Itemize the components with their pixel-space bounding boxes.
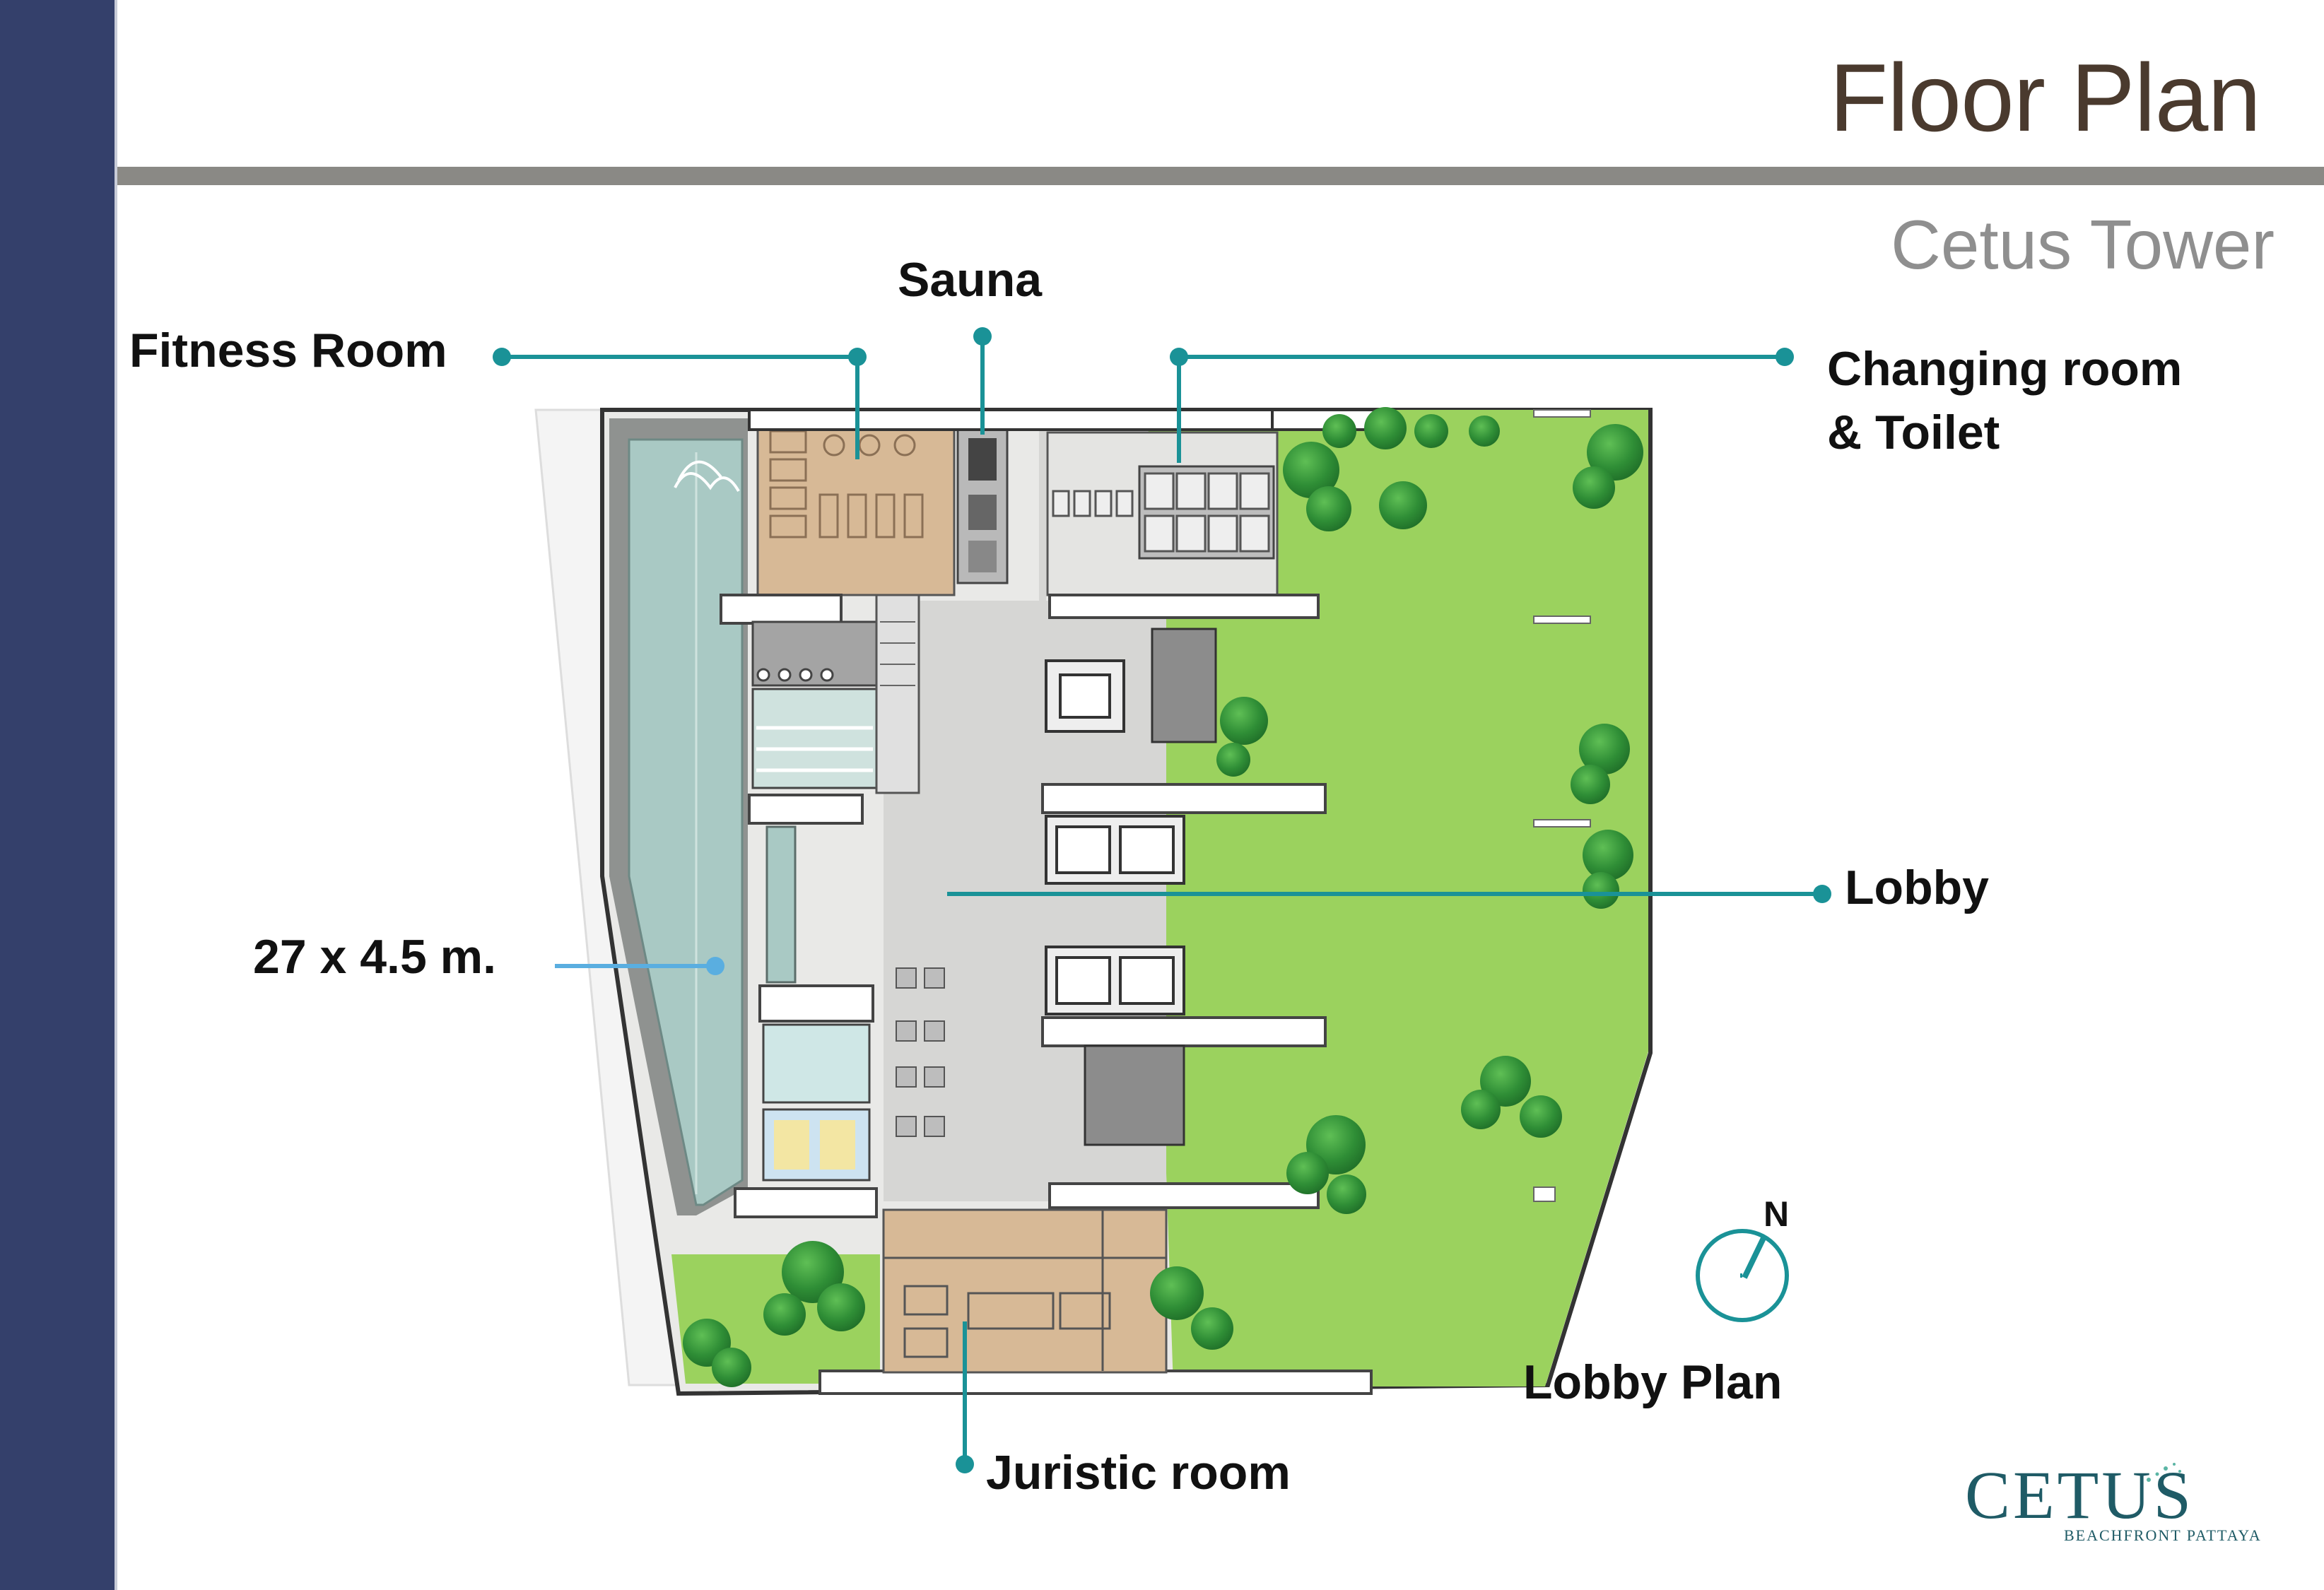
pool-size-label: 27 x 4.5 m. — [253, 930, 497, 984]
lobby-seating — [896, 967, 945, 1137]
stair-west — [875, 594, 920, 794]
north-label: N — [1763, 1194, 1790, 1234]
changing-room-label-line2: & Toilet — [1827, 406, 2000, 459]
lobby-label: Lobby — [1845, 861, 1989, 914]
side-band-edge — [115, 0, 117, 1590]
logo-stars-icon — [2147, 1463, 2181, 1482]
jacuzzi — [751, 620, 878, 687]
trees — [683, 407, 1643, 1387]
north-compass-icon — [1696, 1229, 1789, 1322]
page-subtitle: Cetus Tower — [1891, 206, 2275, 283]
logo-tagline: BEACHFRONT PATTAYA — [2064, 1526, 2262, 1544]
lift-core-north — [1045, 659, 1125, 733]
lift-core-south — [1045, 946, 1185, 1015]
lawn-benches — [1533, 409, 1591, 1202]
changing-room-label-line1: Changing room — [1827, 342, 2183, 396]
stair-east — [1151, 628, 1217, 743]
plan-name-label: Lobby Plan — [1523, 1355, 1783, 1409]
page-title: Floor Plan — [1829, 44, 2261, 151]
juristic-room-label: Juristic room — [986, 1446, 1291, 1500]
pool-steps — [751, 688, 878, 789]
side-band — [0, 0, 115, 1590]
lawn-area — [1142, 410, 1648, 1386]
title-rule — [117, 167, 2324, 185]
lift-core-middle — [1045, 815, 1185, 885]
logo-wordmark: CETUS — [1965, 1457, 2195, 1533]
terrace-slabs — [720, 594, 1373, 1395]
fitness-room-label: Fitness Room — [129, 324, 447, 377]
cetus-logo: CETUS BEACHFRONT PATTAYA — [1958, 1456, 2260, 1548]
swimming-pool — [628, 438, 744, 1206]
stair-south — [1084, 1044, 1185, 1146]
kids-pool — [762, 1023, 871, 1104]
lobby-corridor — [1039, 424, 1046, 601]
sauna-label: Sauna — [898, 253, 1043, 307]
leader-dots — [493, 327, 1831, 1473]
pool-channel — [765, 825, 797, 984]
juristic-room-area — [882, 1208, 1168, 1374]
pool-shell-icon — [674, 460, 740, 493]
